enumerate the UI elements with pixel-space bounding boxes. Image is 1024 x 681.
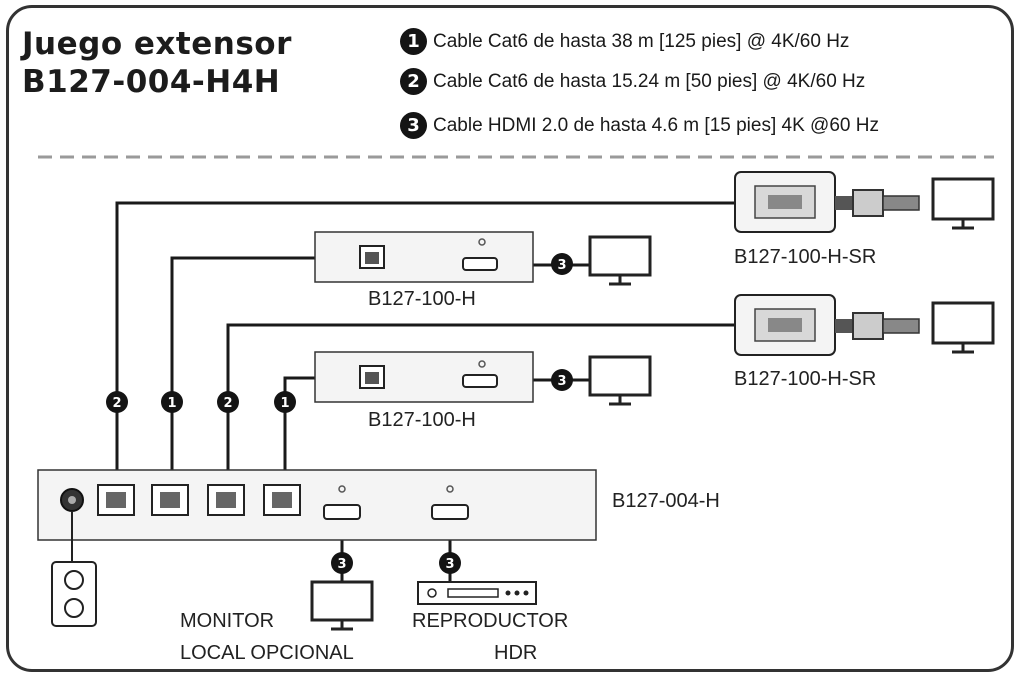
monitor-icon-top xyxy=(588,235,652,286)
receiver-sr-bottom xyxy=(734,294,920,356)
svg-text:2: 2 xyxy=(112,396,121,411)
legend-item-2: 2 Cable Cat6 de hasta 15.24 m [50 pies] … xyxy=(400,68,865,95)
receiver-bottom xyxy=(314,351,534,403)
label-monitor-line2: LOCAL OPCIONAL xyxy=(180,642,354,664)
title-line-2: B127-004-H4H xyxy=(22,64,281,100)
badge-2-port4: 2 xyxy=(106,391,128,413)
label-receiver-bottom: B127-100-H xyxy=(368,409,476,431)
legend-number-1: 1 xyxy=(400,28,427,55)
monitor-icon-bottom xyxy=(588,355,652,406)
hdr-player-icon xyxy=(417,581,537,605)
badge-2-port2: 2 xyxy=(217,391,239,413)
badge-1-port3: 1 xyxy=(161,391,183,413)
receiver-sr-top xyxy=(734,171,920,233)
cable-badges: 2 1 2 1 3 3 3 3 xyxy=(106,253,573,574)
legend-item-3: 3 Cable HDMI 2.0 de hasta 4.6 m [15 pies… xyxy=(400,112,879,139)
svg-text:3: 3 xyxy=(557,374,566,389)
monitor-icon-sr-top xyxy=(931,177,995,230)
svg-text:3: 3 xyxy=(337,557,346,572)
label-player-line2: HDR xyxy=(494,642,538,664)
svg-text:3: 3 xyxy=(445,557,454,572)
legend-number-2: 2 xyxy=(400,68,427,95)
legend-number-3: 3 xyxy=(400,112,427,139)
svg-text:1: 1 xyxy=(167,396,176,411)
badge-3-local: 3 xyxy=(331,552,353,574)
power-outlet-icon xyxy=(51,511,97,627)
svg-text:3: 3 xyxy=(557,258,566,273)
monitor-icon-sr-bottom xyxy=(931,301,995,354)
badge-3-player: 3 xyxy=(439,552,461,574)
monitor-icon-local xyxy=(310,580,374,631)
badge-3-bottom: 3 xyxy=(551,369,573,391)
label-receiver-top: B127-100-H xyxy=(368,288,476,310)
badge-1-port1: 1 xyxy=(274,391,296,413)
svg-text:1: 1 xyxy=(280,396,289,411)
label-receiver-sr-top: B127-100-H-SR xyxy=(734,246,877,268)
badge-3-top: 3 xyxy=(551,253,573,275)
diagram-frame xyxy=(6,5,1014,672)
label-splitter: B127-004-H xyxy=(612,490,720,512)
cable-port2-to-sr-bottom xyxy=(226,323,735,490)
legend-text-2: Cable Cat6 de hasta 15.24 m [50 pies] @ … xyxy=(433,70,866,92)
splitter-b127-004-h xyxy=(37,469,597,541)
label-receiver-sr-bottom: B127-100-H-SR xyxy=(734,368,877,390)
receiver-top xyxy=(314,231,534,283)
label-player-line1: REPRODUCTOR xyxy=(412,610,569,632)
legend-item-1: 1 Cable Cat6 de hasta 38 m [125 pies] @ … xyxy=(400,28,849,55)
label-monitor-line1: MONITOR xyxy=(180,610,275,632)
title-line-1: Juego extensor xyxy=(22,26,292,62)
legend-text-3: Cable HDMI 2.0 de hasta 4.6 m [15 pies] … xyxy=(433,114,879,136)
legend-text-1: Cable Cat6 de hasta 38 m [125 pies] @ 4K… xyxy=(433,30,850,52)
svg-text:2: 2 xyxy=(223,396,232,411)
